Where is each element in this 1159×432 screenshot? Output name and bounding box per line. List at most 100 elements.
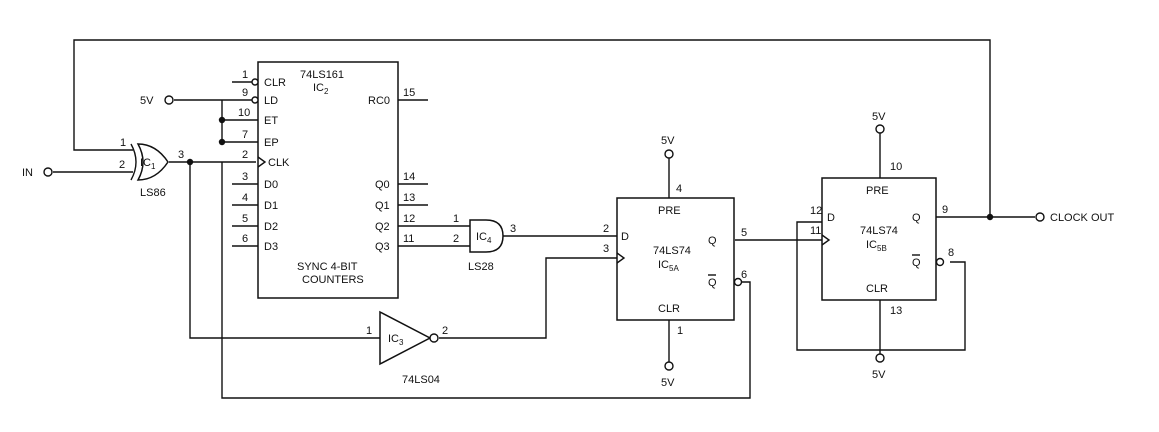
ic2-pin-ld: LD — [264, 95, 278, 107]
ic5a-pin-d: 2 — [603, 223, 609, 235]
ic5b-pre: PRE — [866, 185, 889, 197]
ic1-pin-in1: 1 — [120, 137, 126, 149]
ic5a-flip-flop: PRE CLR D Q Q 74LS74 IC5A 4 1 2 3 5 6 5V… — [603, 135, 747, 389]
terminal-in — [43, 167, 53, 177]
wire-to-inverter — [189, 162, 380, 339]
ic2-pin-q1: Q1 — [375, 200, 390, 212]
ic4-pin-out: 3 — [510, 223, 516, 235]
ic2-pin-num-rco: 15 — [403, 87, 415, 99]
ic1-part: LS86 — [140, 187, 166, 199]
ic5a-q: Q — [708, 235, 717, 247]
ic2-clk-triangle — [257, 156, 267, 168]
ic2-part: 74LS161 — [300, 69, 344, 81]
ic1-ref: IC1 — [140, 157, 156, 171]
ic2-pin-num-q2: 12 — [403, 213, 415, 225]
junctions — [186, 116, 994, 221]
ic2-pin-d1: D1 — [264, 200, 278, 212]
terminal-5v-5a-clr — [664, 361, 674, 371]
ic5b-pin-qbar: 8 — [948, 247, 954, 259]
ic5a-pin-clk: 3 — [603, 243, 609, 255]
ic5a-pre: PRE — [658, 205, 681, 217]
ic2-pin-num-ld: 9 — [242, 87, 248, 99]
junction-out — [986, 213, 994, 221]
ic5b-part: 74LS74 — [860, 225, 898, 237]
wire-5b-loop — [796, 221, 966, 351]
ic2-pin-et: ET — [264, 115, 278, 127]
ic2-pin-rco: RC0 — [368, 95, 390, 107]
ic4-ref: IC4 — [476, 231, 492, 245]
ic4-pin-in1: 1 — [453, 213, 459, 225]
terminal-5v-5b-pre — [875, 124, 885, 134]
ic2-pin-clr: CLR — [264, 77, 286, 89]
ic2-pin-ep: EP — [264, 137, 279, 149]
ic5a-pin-qbar: 6 — [741, 269, 747, 281]
wire-qbar-loop — [221, 162, 751, 399]
terminals — [43, 95, 1045, 371]
ic5a-supply-pre: 5V — [661, 135, 675, 147]
ic5a-qbar: Q — [708, 277, 717, 289]
ic2-body — [257, 61, 399, 299]
ic2-pin-num-d1: 4 — [242, 192, 248, 204]
wires — [53, 39, 1035, 399]
ic5a-pin-pre: 4 — [676, 183, 682, 195]
ic3-ref: IC3 — [388, 333, 404, 347]
ic5b-pin-clk: 11 — [810, 225, 821, 237]
ic1-pin-in2: 2 — [119, 159, 125, 171]
ic1-pin-out: 3 — [178, 149, 184, 161]
ic5b-pin-d: 12 — [810, 205, 822, 217]
ic2-ld-bubble — [251, 96, 259, 104]
junction-et — [218, 116, 226, 124]
junction-xor-out — [186, 158, 194, 166]
ic5b-qbar: Q — [912, 257, 921, 269]
ic5b-body — [821, 177, 937, 301]
terminal-5v-5b-clr — [875, 353, 885, 363]
ic5a-pin-clr: 1 — [677, 325, 683, 337]
ic5b-qbar-bubble — [935, 257, 945, 267]
ic2-pin-num-clk: 2 — [242, 149, 248, 161]
xor-back-curve — [130, 143, 137, 181]
ic2-pin-num-d2: 5 — [242, 213, 248, 225]
ic5b-clr: CLR — [866, 283, 888, 295]
ic3-pin-in: 1 — [366, 325, 372, 337]
ic2-pin-num-d3: 6 — [242, 233, 248, 245]
ic2-ref: IC2 — [313, 82, 329, 96]
ic2-counter: 74LS161 IC2 SYNC 4-BIT COUNTERS 1 CLR 9 … — [238, 61, 415, 299]
ic2-pin-q0: Q0 — [375, 179, 390, 191]
ic5a-pin-q: 5 — [741, 227, 747, 239]
ic2-pin-d2: D2 — [264, 221, 278, 233]
ic2-pin-d0: D0 — [264, 179, 278, 191]
ic2-pin-num-clr: 1 — [242, 69, 248, 81]
ic5b-clk-triangle — [821, 234, 831, 246]
ic5b-ref: IC5B — [866, 239, 887, 253]
ic2-clr-bubble — [251, 78, 259, 86]
supply-ld-label: 5V — [140, 95, 154, 107]
ic5a-body — [616, 197, 735, 321]
ic2-pin-q3: Q3 — [375, 241, 390, 253]
ic2-pin-num-et: 10 — [238, 107, 250, 119]
input-label: IN — [22, 167, 33, 179]
ic2-pin-num-q3: 11 — [403, 233, 414, 245]
ic5a-part: 74LS74 — [653, 245, 691, 257]
ic5b-flip-flop: PRE CLR D Q Q 74LS74 IC5B 10 13 12 11 9 … — [810, 111, 954, 381]
ic4-part: LS28 — [468, 261, 494, 273]
junction-ep — [218, 138, 226, 146]
terminal-5v-5a-pre — [664, 149, 674, 159]
ic5b-supply-pre: 5V — [872, 111, 886, 123]
ic5a-clk-triangle — [616, 252, 626, 264]
terminal-5v-ld — [164, 95, 174, 105]
ic1-xor-gate: IC1 1 2 3 LS86 — [119, 137, 184, 199]
and-body — [469, 219, 504, 253]
ic5a-supply-clr: 5V — [661, 377, 675, 389]
ic5a-ref: IC5A — [658, 259, 679, 273]
ic5b-supply-clr: 5V — [872, 369, 886, 381]
ic3-pin-out: 2 — [442, 325, 448, 337]
wire-inv-out — [439, 257, 617, 339]
ic2-pin-num-ep: 7 — [242, 129, 248, 141]
terminal-clock-out — [1035, 212, 1045, 222]
ic2-pin-clk: CLK — [268, 157, 290, 169]
ic5b-d: D — [827, 212, 835, 224]
ic5b-pin-pre: 10 — [890, 161, 902, 173]
ic5b-pin-clr: 13 — [890, 305, 902, 317]
ic5a-d: D — [621, 231, 629, 243]
